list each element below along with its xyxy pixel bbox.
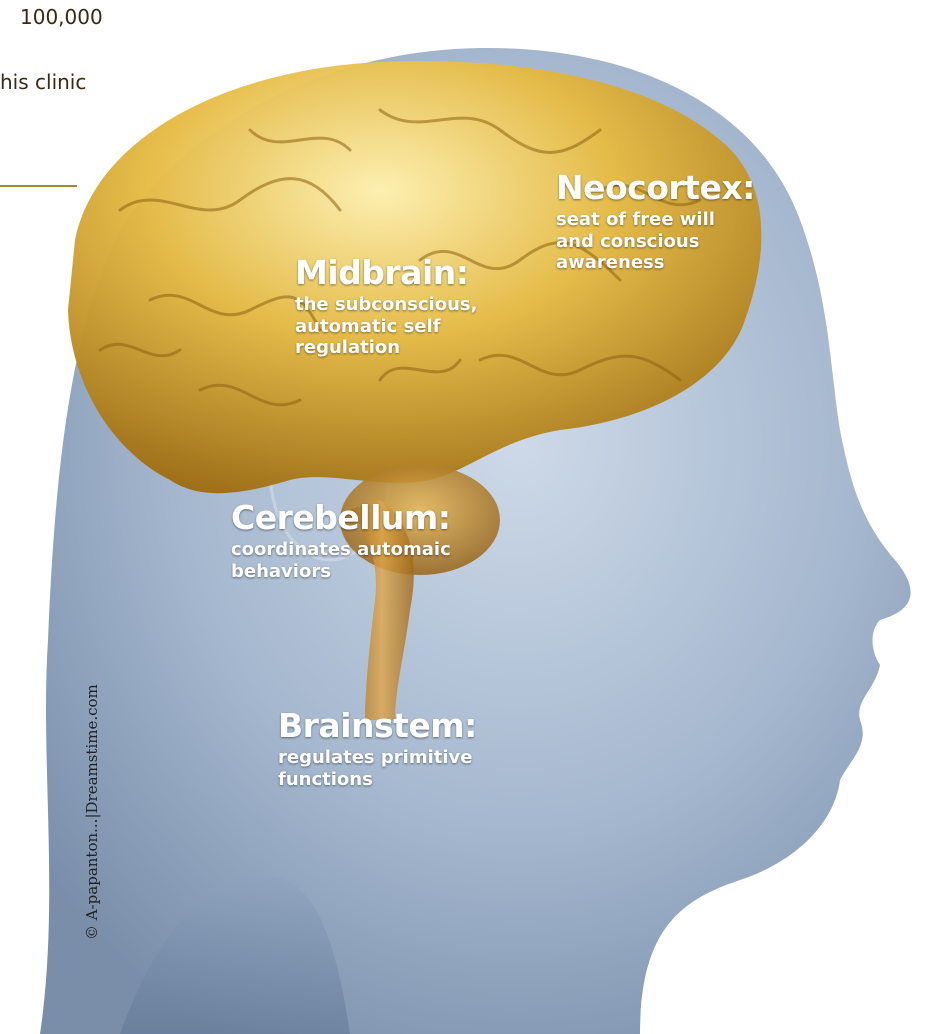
label-midbrain: Midbrain: the subconscious, automatic se… — [295, 255, 477, 359]
label-midbrain-desc-2: automatic self — [295, 316, 477, 338]
label-neocortex-desc-1: seat of free will — [556, 209, 755, 231]
label-neocortex-desc-3: awareness — [556, 252, 755, 274]
label-brainstem-title: Brainstem: — [278, 708, 477, 744]
label-brainstem: Brainstem: regulates primitive functions — [278, 708, 477, 790]
label-brainstem-desc-1: regulates primitive — [278, 747, 477, 769]
label-neocortex: Neocortex: seat of free will and conscio… — [556, 170, 755, 274]
section-rule — [0, 185, 77, 187]
label-midbrain-desc-1: the subconscious, — [295, 294, 477, 316]
text-fragment-count: 100,000 — [20, 5, 103, 29]
label-cerebellum-desc-1: coordinates automaic — [231, 539, 451, 561]
label-cerebellum-title: Cerebellum: — [231, 500, 451, 536]
label-brainstem-desc-2: functions — [278, 769, 477, 791]
label-cerebellum-desc-2: behaviors — [231, 561, 451, 583]
label-neocortex-title: Neocortex: — [556, 170, 755, 206]
label-cerebellum: Cerebellum: coordinates automaic behavio… — [231, 500, 451, 582]
photo-credit: © A-papanton...|Dreamstime.com — [83, 684, 101, 940]
label-neocortex-desc-2: and conscious — [556, 231, 755, 253]
label-midbrain-desc-3: regulation — [295, 337, 477, 359]
text-fragment-clinic: his clinic — [0, 70, 86, 94]
label-midbrain-title: Midbrain: — [295, 255, 477, 291]
